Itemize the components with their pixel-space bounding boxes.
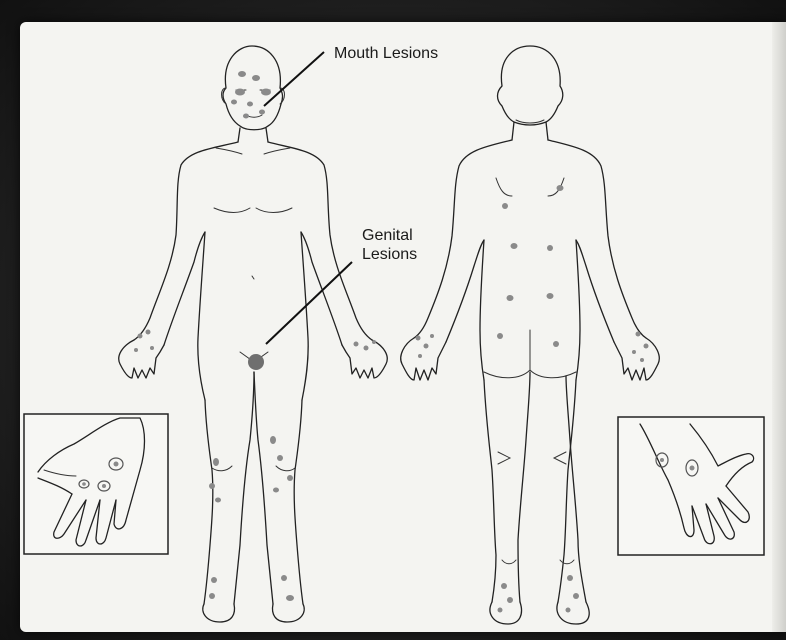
lesion [150, 346, 154, 350]
genital-lesion [248, 354, 264, 370]
lesion [507, 597, 513, 603]
lesion [231, 100, 237, 105]
lesion [547, 245, 553, 251]
lesion [270, 436, 276, 444]
lesion [573, 593, 579, 599]
lesion [566, 608, 571, 613]
lesion [82, 482, 86, 486]
lesion [640, 358, 644, 362]
right-hand-inset [618, 417, 764, 555]
inset-frame [618, 417, 764, 555]
lesion [567, 575, 573, 581]
lesion [138, 334, 143, 339]
genital-lesions-pointer [266, 262, 352, 344]
lesion [215, 498, 221, 503]
lesion [209, 593, 215, 599]
lesion [507, 295, 514, 301]
lesion [211, 577, 217, 583]
lesion [424, 344, 429, 349]
genital-lesions-label-line2: Lesions [362, 245, 417, 264]
mouth-lesions-pointer [264, 52, 324, 106]
lesion [277, 455, 283, 461]
lesion [354, 342, 359, 347]
lesion [238, 71, 246, 77]
lesion [102, 484, 106, 488]
lesion [209, 483, 215, 489]
mouth-lesions-label: Mouth Lesions [334, 44, 438, 63]
lesion [372, 340, 376, 344]
genital-lesions-label-line1: Genital [362, 226, 413, 245]
lesion [644, 344, 649, 349]
lesion [416, 336, 421, 341]
lesion [502, 203, 508, 209]
lesion [511, 243, 518, 249]
lesion [146, 330, 151, 335]
lesion [213, 458, 219, 466]
lesion [418, 354, 422, 358]
lesion [252, 75, 260, 81]
lesion [243, 114, 249, 119]
lesion [557, 185, 564, 191]
front-lesions [134, 71, 376, 601]
lesion [553, 341, 559, 347]
lesion [497, 333, 503, 339]
left-hand-inset [24, 414, 168, 554]
lesion [364, 346, 369, 351]
lesion [286, 595, 294, 601]
lesion [690, 466, 695, 471]
lesion [259, 110, 265, 115]
lesion [660, 458, 664, 462]
lesion [287, 475, 293, 481]
lesion [281, 575, 287, 581]
lesion [547, 293, 554, 299]
lesion [273, 488, 279, 493]
lesion [261, 89, 271, 96]
lesion [636, 332, 641, 337]
lesion [430, 334, 434, 338]
lesion [247, 102, 253, 107]
lesion [235, 89, 245, 96]
lesion [134, 348, 138, 352]
lesion [501, 583, 507, 589]
lesion [632, 350, 636, 354]
lesion [498, 608, 503, 613]
lesion [114, 462, 119, 467]
